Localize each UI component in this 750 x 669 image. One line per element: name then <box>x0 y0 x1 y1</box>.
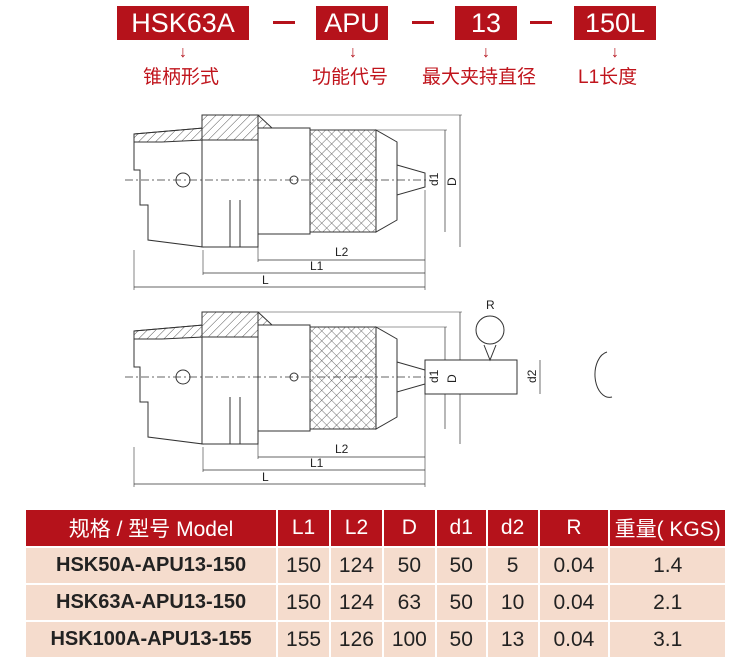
label-L1: L1 <box>310 456 324 470</box>
down-arrow-icon: ↓ <box>179 44 187 61</box>
cell: 124 <box>329 546 384 585</box>
cell: 50 <box>434 620 488 659</box>
cell: 0.04 <box>537 583 611 622</box>
caption-function: 功能代号 <box>312 67 389 88</box>
table-row: HSK100A-APU13-155 155 126 100 50 13 0.04… <box>23 620 727 659</box>
cell: 50 <box>381 546 437 585</box>
header-r: R <box>537 508 611 548</box>
cell-model: HSK63A-APU13-150 <box>23 583 279 622</box>
label-D: D <box>445 177 459 186</box>
table-header-row: 规格 / 型号 Model L1 L2 D d1 d2 R 重量( KGS) <box>23 508 727 548</box>
label-L: L <box>262 470 269 484</box>
cell: 2.1 <box>608 583 727 622</box>
cell: 10 <box>485 583 540 622</box>
header-weight: 重量( KGS) <box>608 508 727 548</box>
header-l2: L2 <box>329 508 384 548</box>
cell-model: HSK100A-APU13-155 <box>23 620 279 659</box>
cell: 3.1 <box>608 620 727 659</box>
cell: 155 <box>276 620 331 659</box>
cell: 150 <box>276 583 331 622</box>
cell-model: HSK50A-APU13-150 <box>23 546 279 585</box>
cell: 0.04 <box>537 546 611 585</box>
label-L2: L2 <box>335 245 349 259</box>
label-L2: L2 <box>335 442 349 456</box>
label-L: L <box>262 273 269 287</box>
cell: 50 <box>434 546 488 585</box>
cell: 150 <box>276 546 331 585</box>
cell: 0.04 <box>537 620 611 659</box>
caption-taper: 锥柄形式 <box>143 67 220 88</box>
cell: 5 <box>485 546 540 585</box>
technical-drawing: L2 L1 L d1 D L2 L1 L d1 D R d2 <box>124 114 613 488</box>
header-model: 规格 / 型号 Model <box>23 508 279 548</box>
header-l1: L1 <box>276 508 331 548</box>
cell: 100 <box>381 620 437 659</box>
header-d: D <box>381 508 437 548</box>
label-R: R <box>486 298 495 312</box>
cell: 63 <box>381 583 437 622</box>
cell: 13 <box>485 620 540 659</box>
cell: 50 <box>434 583 488 622</box>
down-arrow-icon: ↓ <box>349 44 357 61</box>
caption-diameter: 最大夹持直径 <box>422 67 537 88</box>
table-row: HSK50A-APU13-150 150 124 50 50 5 0.04 1.… <box>23 546 727 585</box>
down-arrow-icon: ↓ <box>611 44 619 61</box>
code-part-taper: HSK63A <box>117 6 249 40</box>
cell: 126 <box>329 620 384 659</box>
label-L1: L1 <box>310 259 324 273</box>
dash <box>530 21 552 24</box>
header-d2: d2 <box>485 508 540 548</box>
table-row: HSK63A-APU13-150 150 124 63 50 10 0.04 2… <box>23 583 727 622</box>
cell: 1.4 <box>608 546 727 585</box>
dash <box>273 21 295 24</box>
label-d1: d1 <box>427 172 441 186</box>
header-d1: d1 <box>434 508 488 548</box>
caption-length: L1长度 <box>578 67 638 88</box>
spec-table: 规格 / 型号 Model L1 L2 D d1 d2 R 重量( KGS) H… <box>23 508 727 659</box>
code-part-length: 150L <box>574 6 656 40</box>
down-arrow-icon: ↓ <box>482 44 490 61</box>
label-d2: d2 <box>525 369 539 383</box>
dash <box>412 21 434 24</box>
cell: 124 <box>329 583 384 622</box>
code-part-function: APU <box>316 6 388 40</box>
label-d1: d1 <box>427 369 441 383</box>
label-D: D <box>445 374 459 383</box>
code-part-diameter: 13 <box>455 6 517 40</box>
